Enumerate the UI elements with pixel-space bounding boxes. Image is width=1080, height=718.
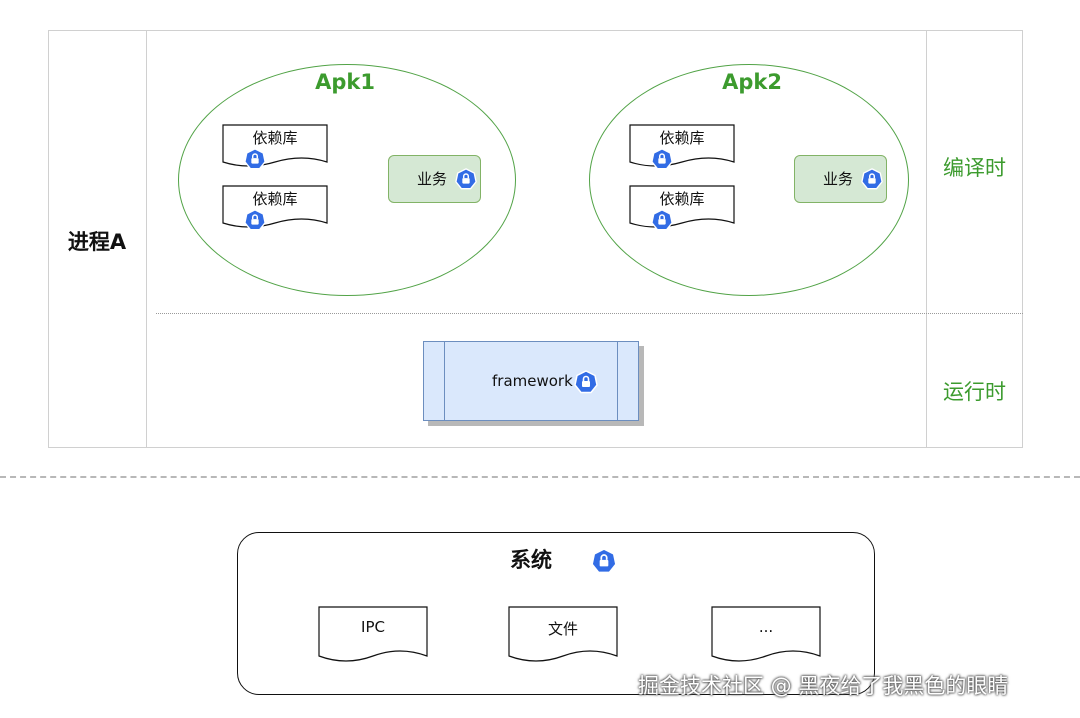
process-label-divider bbox=[146, 30, 147, 448]
dependency-label: 依赖库 bbox=[252, 129, 298, 147]
apk1-ellipse bbox=[178, 64, 516, 296]
apk2-business-block: 业务 bbox=[794, 155, 887, 203]
compile-time-label: 编译时 bbox=[943, 156, 1006, 180]
apk2-title: Apk2 bbox=[722, 70, 782, 94]
apk1-dependency-2: 依赖库 bbox=[222, 185, 328, 233]
dependency-label: 依赖库 bbox=[659, 190, 705, 208]
runtime-label: 运行时 bbox=[943, 380, 1006, 404]
business-label: 业务 bbox=[417, 170, 448, 188]
lock-icon bbox=[244, 209, 266, 231]
apk2-ellipse bbox=[589, 64, 909, 296]
framework-block: framework bbox=[423, 341, 639, 421]
business-label: 业务 bbox=[823, 170, 854, 188]
system-title: 系统 bbox=[510, 548, 552, 572]
lock-icon bbox=[651, 148, 673, 170]
system-item-label: ... bbox=[758, 618, 774, 636]
lock-icon bbox=[651, 209, 673, 231]
apk2-dependency-2: 依赖库 bbox=[629, 185, 735, 233]
apk1-dependency-1: 依赖库 bbox=[222, 124, 328, 172]
system-item-files: 文件 bbox=[508, 606, 618, 666]
process-label: 进程A bbox=[67, 230, 127, 254]
process-container bbox=[48, 30, 1023, 448]
lock-icon bbox=[574, 370, 598, 394]
framework-left-bar bbox=[444, 342, 445, 420]
apk2-dependency-1: 依赖库 bbox=[629, 124, 735, 172]
apk1-title: Apk1 bbox=[315, 70, 375, 94]
lock-icon bbox=[861, 168, 883, 190]
lock-icon bbox=[455, 168, 477, 190]
framework-right-bar bbox=[617, 342, 618, 420]
system-container bbox=[237, 532, 875, 695]
system-item-ipc: IPC bbox=[318, 606, 428, 666]
system-item-label: 文件 bbox=[547, 620, 578, 638]
framework-label: framework bbox=[492, 372, 573, 390]
apk1-business-block: 业务 bbox=[388, 155, 481, 203]
dependency-label: 依赖库 bbox=[659, 129, 705, 147]
system-item-label: IPC bbox=[361, 618, 385, 636]
watermark: 掘金技术社区 @ 黑夜给了我黑色的眼睛 bbox=[638, 674, 1009, 698]
process-system-separator bbox=[0, 476, 1080, 478]
phase-label-divider bbox=[926, 30, 927, 448]
compile-runtime-divider bbox=[156, 313, 1023, 314]
system-item-more: ... bbox=[711, 606, 821, 666]
lock-icon bbox=[244, 148, 266, 170]
lock-icon bbox=[591, 548, 617, 574]
dependency-label: 依赖库 bbox=[252, 190, 298, 208]
